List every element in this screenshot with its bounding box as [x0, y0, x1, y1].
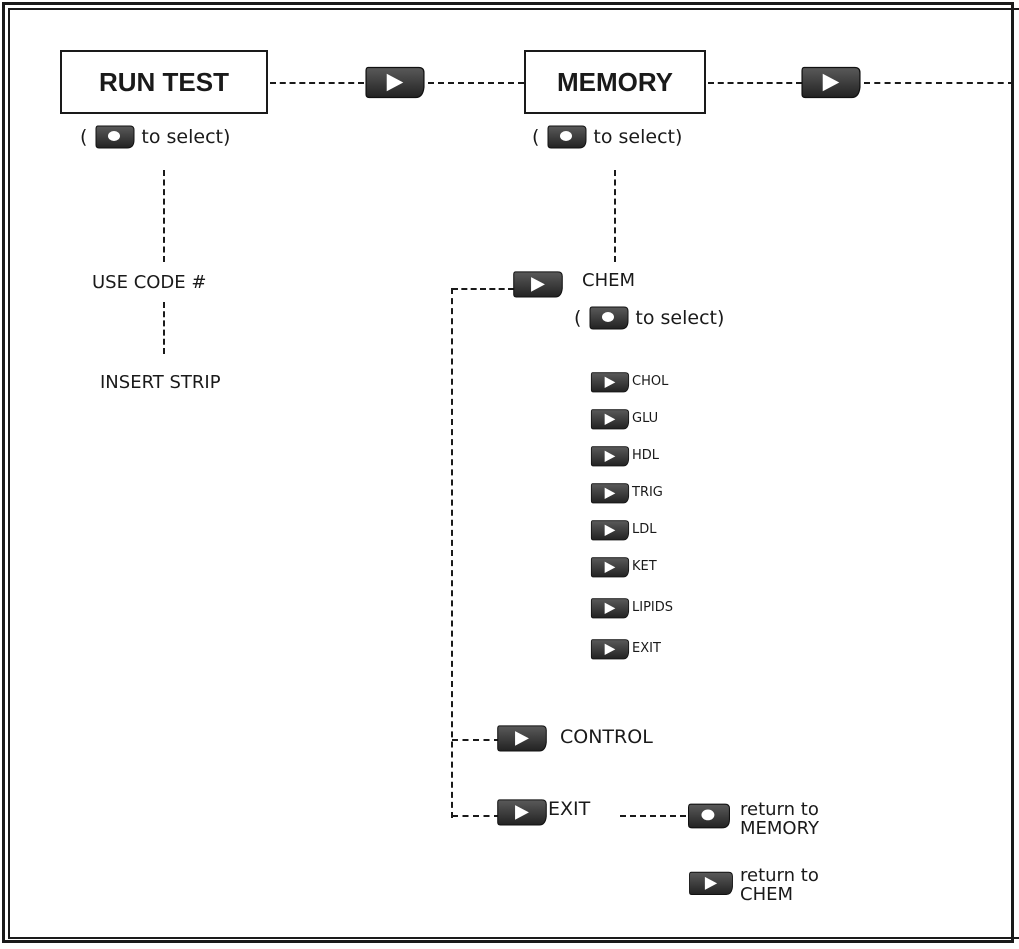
play-arrow-icon[interactable] — [590, 518, 630, 542]
chem-label[interactable]: CHEM — [582, 270, 636, 291]
connector-line — [428, 82, 524, 84]
hint-paren: ( — [574, 307, 582, 329]
play-arrow-icon[interactable] — [512, 268, 564, 300]
connector-line — [163, 302, 165, 354]
run-test-step-insert-strip: INSERT STRIP — [100, 372, 221, 393]
hint-text: to select) — [635, 307, 725, 329]
chem-item-ldl[interactable]: LDL — [632, 522, 657, 537]
connector-line — [452, 288, 514, 290]
connector-line — [620, 815, 686, 817]
inner-frame — [8, 8, 1019, 939]
connector-line — [452, 815, 500, 817]
play-arrow-icon[interactable] — [496, 796, 548, 828]
select-button-icon[interactable] — [589, 305, 629, 331]
chem-item-trig[interactable]: TRIG — [632, 485, 663, 500]
memory-menu[interactable]: MEMORY — [524, 50, 706, 114]
select-button-icon[interactable] — [95, 124, 135, 150]
select-button-icon[interactable] — [547, 124, 587, 150]
select-button-icon[interactable] — [686, 802, 732, 830]
connector-line — [452, 739, 500, 741]
play-arrow-icon[interactable] — [590, 481, 630, 505]
play-arrow-icon[interactable] — [800, 64, 862, 100]
play-arrow-icon[interactable] — [496, 722, 548, 754]
connector-line — [270, 82, 364, 84]
chem-item-exit[interactable]: EXIT — [632, 641, 661, 656]
play-arrow-icon[interactable] — [590, 555, 630, 579]
exit-arrow-action: return to CHEM — [740, 865, 819, 905]
exit-label[interactable]: EXIT — [548, 798, 591, 820]
connector-line — [614, 170, 616, 262]
play-arrow-icon[interactable] — [590, 637, 630, 661]
hint-text: to select) — [593, 126, 683, 148]
connector-line — [708, 82, 802, 84]
run-test-step-use-code: USE CODE # — [92, 272, 207, 293]
chem-select-hint: ( to select) — [574, 305, 724, 331]
play-arrow-icon[interactable] — [590, 407, 630, 431]
play-arrow-icon[interactable] — [590, 370, 630, 394]
chem-item-hdl[interactable]: HDL — [632, 448, 660, 463]
connector-line — [451, 288, 453, 818]
chem-item-lipids[interactable]: LIPIDS — [632, 600, 674, 615]
memory-select-hint: ( to select) — [532, 124, 682, 150]
control-label[interactable]: CONTROL — [560, 726, 653, 748]
play-arrow-icon[interactable] — [590, 444, 630, 468]
connector-line — [864, 82, 1014, 84]
run-test-menu[interactable]: RUN TEST — [60, 50, 268, 114]
exit-select-action: return to MEMORY — [740, 799, 819, 839]
hint-text: to select) — [141, 126, 231, 148]
connector-line — [163, 170, 165, 262]
chem-item-chol[interactable]: CHOL — [632, 374, 669, 389]
hint-paren: ( — [80, 126, 88, 148]
play-arrow-icon[interactable] — [590, 596, 630, 620]
chem-item-ket[interactable]: KET — [632, 559, 657, 574]
chem-item-glu[interactable]: GLU — [632, 411, 659, 426]
run-test-select-hint: ( to select) — [80, 124, 230, 150]
play-arrow-icon[interactable] — [364, 64, 426, 100]
hint-paren: ( — [532, 126, 540, 148]
play-arrow-icon[interactable] — [688, 868, 734, 898]
